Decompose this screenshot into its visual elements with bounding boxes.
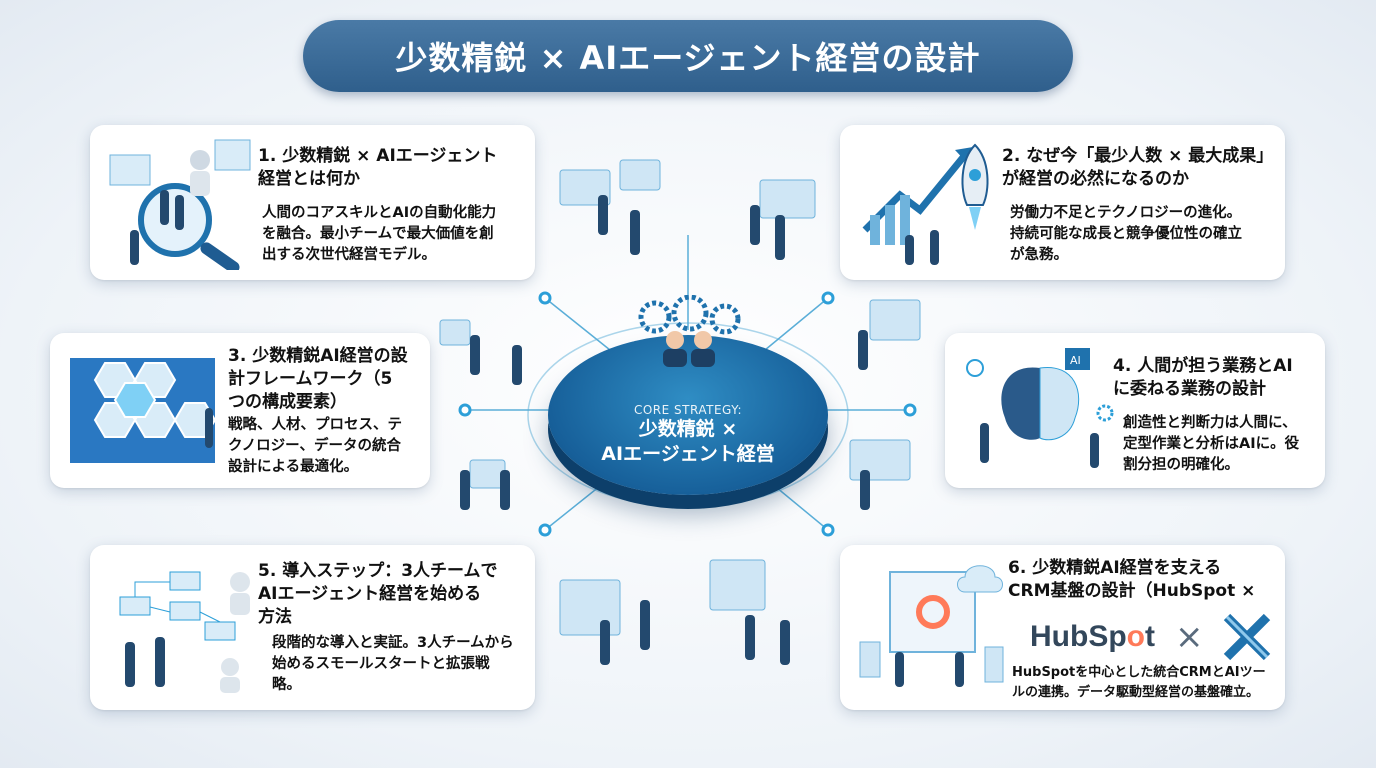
magnifier-robot-illustration — [109, 139, 251, 270]
partner-logos: HubSpot × — [1030, 613, 1271, 661]
card-5-title: 5. 導入ステップ：3人チームで AIエージェント経営を始める 方法 — [258, 561, 498, 627]
card-2[interactable]: 2. なぜ今「最少人数 × 最大成果」 が経営の必然になるのか 労働力不足とテク… — [840, 125, 1285, 280]
hubspot-logo: HubSpot — [1030, 620, 1155, 653]
card-3-title: 3. 少数精鋭AI経営の設 計フレームワーク（5 つの構成要素） — [228, 346, 408, 412]
page-title: 少数精鋭 × AIエージェント経営の設計 — [303, 20, 1073, 92]
card-6-title: 6. 少数精鋭AI経営を支える CRM基盤の設計（HubSpot × — [1008, 558, 1256, 601]
brain-ai-illustration: AI — [966, 348, 1114, 468]
core-label: CORE STRATEGY: — [633, 403, 743, 417]
card-3-body: 戦略、人材、プロセス、テ クノロジー、データの統合 設計による最適化。 — [228, 417, 402, 475]
card-2-body: 労働力不足とテクノロジーの進化。 持続可能な成長と競争優位性の確立 が急務。 — [1010, 205, 1242, 263]
integration-arrows-logo — [1224, 613, 1271, 661]
framework-hexagon-illustration — [70, 358, 217, 463]
card-1-body: 人間のコアスキルとAIの自動化能力 を融合。最小チームで最大価値を創 出する次世… — [262, 205, 497, 263]
card-5-body: 段階的な導入と実証。3人チームから 始めるスモールスタートと拡張戦 略。 — [272, 635, 514, 693]
core-line1: 少数精鋭 × — [638, 418, 738, 440]
card-4[interactable]: AI 4. 人間が担う業務とAI に委ねる業務の設計 創造性と判断力は人間に、 … — [945, 333, 1325, 488]
flowchart-robots-illustration — [119, 571, 250, 693]
times-symbol: × — [1174, 617, 1204, 657]
growth-rocket-illustration — [862, 143, 989, 265]
gears-people-icon — [638, 295, 741, 367]
card-6[interactable]: 6. 少数精鋭AI経営を支える CRM基盤の設計（HubSpot × HubSp… — [840, 545, 1285, 710]
svg-text:AI: AI — [1070, 354, 1081, 367]
card-4-body: 創造性と判断力は人間に、 定型作業と分析はAIに。役 割分担の明確化。 — [1123, 415, 1300, 473]
card-5[interactable]: 5. 導入ステップ：3人チームで AIエージェント経営を始める 方法 段階的な導… — [90, 545, 535, 710]
card-6-body: HubSpotを中心とした統合CRMとAIツー ルの連携。データ駆動型経営の基盤… — [1012, 665, 1266, 700]
card-2-title: 2. なぜ今「最少人数 × 最大成果」 が経営の必然になるのか — [1002, 146, 1274, 189]
card-1[interactable]: 1. 少数精鋭 × AIエージェント 経営とは何か 人間のコアスキルとAIの自動… — [90, 125, 535, 280]
card-1-title: 1. 少数精鋭 × AIエージェント 経営とは何か — [258, 146, 498, 189]
card-3[interactable]: 3. 少数精鋭AI経営の設 計フレームワーク（5 つの構成要素） 戦略、人材、プ… — [50, 333, 430, 488]
crm-dashboard-illustration — [859, 565, 1004, 687]
core-strategy-hub: CORE STRATEGY: 少数精鋭 × AIエージェント経営 — [548, 335, 828, 495]
node-dot — [538, 291, 552, 305]
core-line2: AIエージェント経営 — [601, 443, 775, 465]
card-4-title: 4. 人間が担う業務とAI に委ねる業務の設計 — [1113, 356, 1293, 399]
